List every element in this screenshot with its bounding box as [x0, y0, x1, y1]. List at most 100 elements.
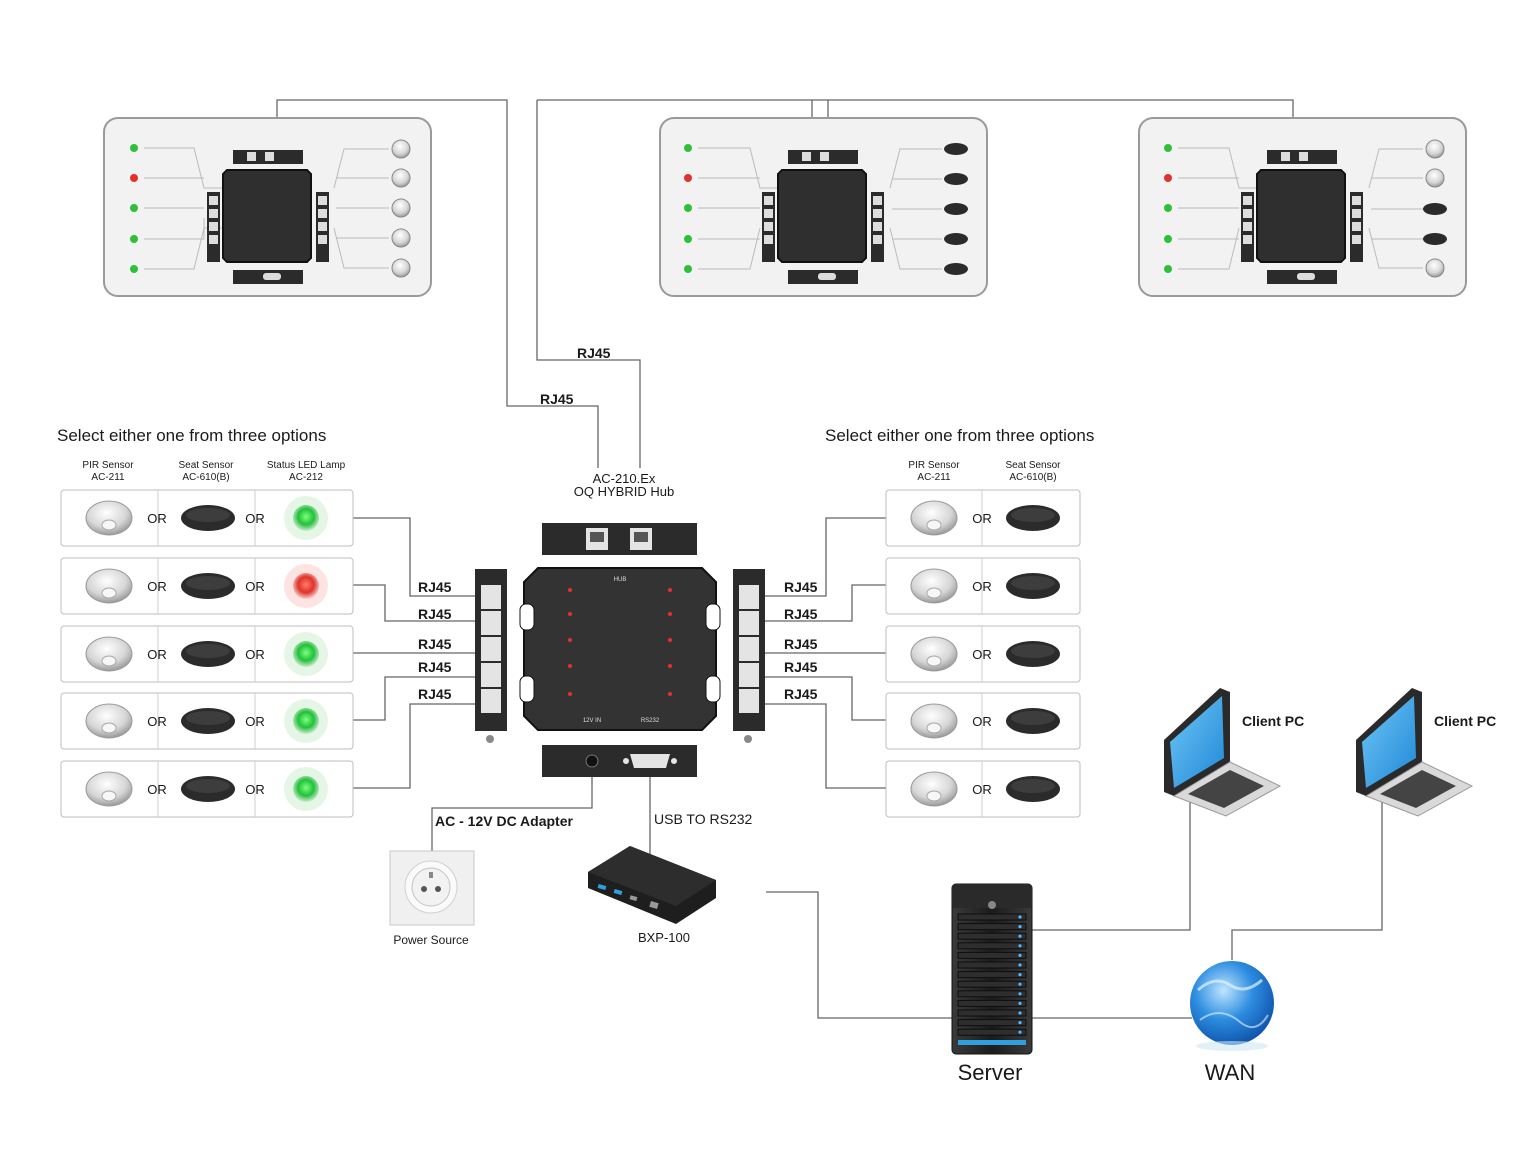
right-rj45-label: RJ45	[784, 686, 818, 702]
bxp-100-device	[588, 846, 716, 924]
left-option-row: OR OR	[60, 760, 354, 818]
or-label: OR	[972, 511, 992, 526]
hybrid-hub: AC-210.Ex OQ HYBRID Hub HUB 12V IN RS232	[475, 471, 765, 777]
or-label: OR	[245, 511, 265, 526]
hub-rs232-label: RS232	[641, 718, 660, 724]
left-option-row: OR OR	[60, 625, 354, 683]
seat-panel-2	[659, 117, 988, 297]
hub-rs232-port	[630, 754, 670, 768]
adapter-label: AC - 12V DC Adapter	[435, 813, 574, 829]
left-option-row: OR OR	[60, 557, 354, 615]
or-label: OR	[245, 579, 265, 594]
left-option-row: OR OR	[60, 692, 354, 750]
right-col-header-pir-line2: AC-211	[917, 472, 951, 483]
client-pc-1-label: Client PC	[1242, 713, 1304, 729]
or-label: OR	[147, 714, 167, 729]
status-led-lamp-icon	[284, 496, 328, 540]
right-option-row: OR	[885, 760, 1081, 818]
right-col-header-pir-line1: PIR Sensor	[908, 460, 960, 471]
hub-name-line2: OQ HYBRID Hub	[574, 484, 674, 499]
seat-sensor-icon	[1006, 573, 1060, 599]
top-rj45-label-2: RJ45	[540, 391, 574, 407]
right-option-row: OR	[885, 557, 1081, 615]
left-rj45-label: RJ45	[418, 606, 452, 622]
wire-top-right-panels	[536, 99, 1294, 468]
or-label: OR	[972, 647, 992, 662]
wan-globe-icon	[1190, 961, 1274, 1051]
bxp-label: BXP-100	[638, 930, 690, 945]
seat-sensor-icon	[1006, 708, 1060, 734]
or-label: OR	[972, 579, 992, 594]
or-label: OR	[147, 782, 167, 797]
right-rj45-label: RJ45	[784, 606, 818, 622]
seat-sensor-icon	[181, 641, 235, 667]
pir-sensor-icon	[85, 636, 133, 672]
hub-face-label: HUB	[614, 577, 627, 583]
left-rj45-label: RJ45	[418, 579, 452, 595]
left-rj45-label: RJ45	[418, 686, 452, 702]
client-pc-2	[1356, 688, 1474, 817]
seat-sensor-icon	[181, 708, 235, 734]
status-led-lamp-icon	[284, 699, 328, 743]
left-col-header-seat-line2: AC-610(B)	[182, 472, 229, 483]
power-socket	[389, 850, 475, 926]
wiring	[276, 99, 1383, 1019]
right-option-panel: Select either one from three options PIR…	[825, 426, 1094, 818]
client-pc-1	[1164, 688, 1282, 817]
or-label: OR	[147, 579, 167, 594]
right-panel-heading: Select either one from three options	[825, 426, 1094, 445]
panel-sensor-column	[1423, 139, 1447, 278]
or-label: OR	[147, 647, 167, 662]
wan-label: WAN	[1205, 1060, 1256, 1085]
or-label: OR	[972, 782, 992, 797]
or-label: OR	[972, 714, 992, 729]
left-col-header-pir-line1: PIR Sensor	[82, 460, 134, 471]
hub-name-line1: AC-210.Ex	[593, 471, 656, 486]
server-label: Server	[958, 1060, 1023, 1085]
or-label: OR	[245, 714, 265, 729]
left-col-header-seat-line1: Seat Sensor	[178, 460, 234, 471]
right-option-row: OR	[885, 489, 1081, 547]
seat-panel-1	[103, 117, 432, 297]
pir-sensor-icon	[910, 500, 958, 536]
seat-sensor-icon	[1006, 776, 1060, 802]
panel-led-column	[1164, 144, 1172, 273]
top-rj45-label-1: RJ45	[577, 345, 611, 361]
pir-sensor-icon	[85, 500, 133, 536]
pir-sensor-icon	[85, 568, 133, 604]
status-led-lamp-icon	[284, 767, 328, 811]
pir-sensor-icon	[85, 771, 133, 807]
pir-sensor-icon	[910, 636, 958, 672]
right-option-row: OR	[885, 692, 1081, 750]
left-panel-heading: Select either one from three options	[57, 426, 326, 445]
status-led-lamp-icon	[284, 632, 328, 676]
left-option-row: OR OR	[60, 489, 354, 547]
panel-sensor-column	[944, 143, 968, 275]
or-label: OR	[245, 782, 265, 797]
hub-dc-jack	[585, 754, 599, 768]
usb-rs232-label: USB TO RS232	[654, 811, 753, 827]
right-col-header-seat-line2: AC-610(B)	[1009, 472, 1056, 483]
panel-led-column	[130, 144, 138, 273]
pir-sensor-icon	[910, 703, 958, 739]
or-label: OR	[245, 647, 265, 662]
left-rj45-label: RJ45	[418, 659, 452, 675]
panel-led-column	[684, 144, 692, 273]
seat-panel-3	[1138, 117, 1467, 297]
pir-sensor-icon	[85, 703, 133, 739]
server-tower	[951, 883, 1033, 1055]
right-rj45-label: RJ45	[784, 579, 818, 595]
left-col-header-lamp-line1: Status LED Lamp	[267, 460, 346, 471]
seat-sensor-icon	[181, 776, 235, 802]
right-col-header-seat-line1: Seat Sensor	[1005, 460, 1061, 471]
client-pc-2-label: Client PC	[1434, 713, 1496, 729]
right-option-row: OR	[885, 625, 1081, 683]
power-source-label: Power Source	[393, 933, 469, 947]
panel-sensor-column	[391, 139, 411, 278]
or-label: OR	[147, 511, 167, 526]
right-rj45-label: RJ45	[784, 659, 818, 675]
left-col-header-lamp-line2: AC-212	[289, 472, 323, 483]
seat-sensor-icon	[181, 573, 235, 599]
pir-sensor-icon	[910, 568, 958, 604]
